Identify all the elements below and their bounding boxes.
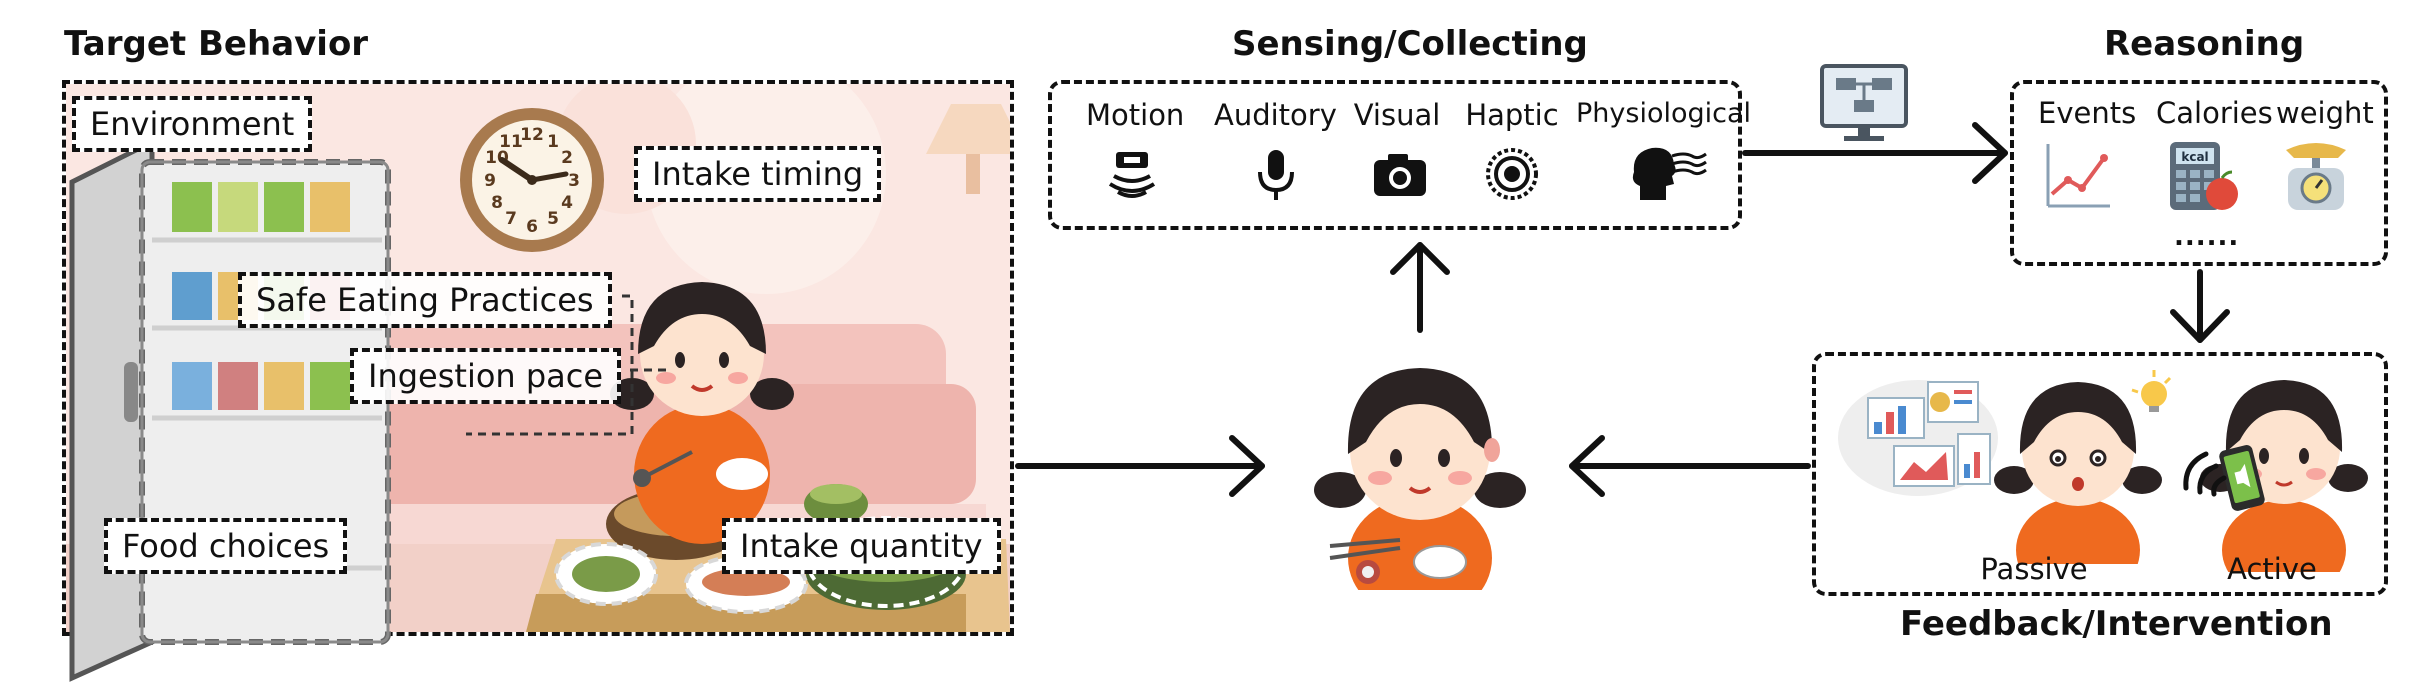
- dashboard-charts-icon: [1838, 380, 1998, 496]
- reasoning-title: Reasoning: [2104, 24, 2305, 64]
- active-girl-with-phone-illustration: [2183, 380, 2368, 572]
- sensing-collecting-title: Sensing/Collecting: [1232, 24, 1588, 64]
- sensing-item-visual: Visual: [1353, 98, 1441, 132]
- reasoning-item-weight: weight: [2276, 96, 2374, 130]
- passive-label: Passive: [1980, 552, 2088, 586]
- svg-text:4: 4: [561, 193, 573, 213]
- wireless-signal-icon: [2183, 451, 2227, 497]
- active-label: Active: [2227, 552, 2317, 586]
- svg-text:kcal: kcal: [2181, 150, 2208, 164]
- passive-girl-illustration: [1994, 370, 2172, 564]
- ingestion-pace-label: Ingestion pace: [350, 348, 622, 404]
- sensing-item-physiological: Physiological: [1576, 98, 1752, 129]
- svg-text:8: 8: [491, 193, 503, 213]
- reasoning-box: Events Calories weight kcal ......: [2010, 80, 2388, 266]
- label-leader-lines: [466, 294, 666, 436]
- reasoning-item-calories: Calories: [2156, 96, 2273, 130]
- calorie-calculator-icon: kcal: [2170, 142, 2238, 210]
- microphone-icon: [1258, 150, 1294, 200]
- svg-text:9: 9: [484, 171, 496, 191]
- svg-text:3: 3: [568, 171, 580, 191]
- lightbulb-icon: [2131, 370, 2172, 412]
- safe-eating-practices-label: Safe Eating Practices: [238, 272, 612, 328]
- motion-sensor-icon: [1108, 152, 1156, 198]
- intake-quantity-label: Intake quantity: [722, 518, 1001, 574]
- reasoning-item-events: Events: [2038, 96, 2137, 130]
- head-signal-icon: [1632, 147, 1707, 200]
- sensing-item-auditory: Auditory: [1214, 98, 1337, 132]
- svg-text:11: 11: [499, 132, 523, 152]
- smartphone-icon: [2219, 445, 2265, 511]
- wall-lamp-icon: [926, 104, 1010, 194]
- feedback-intervention-title: Feedback/Intervention: [1900, 604, 2333, 644]
- svg-text:2: 2: [561, 148, 573, 168]
- target-behavior-title: Target Behavior: [64, 24, 369, 64]
- line-chart-icon: [2046, 144, 2110, 208]
- svg-text:7: 7: [505, 209, 517, 229]
- sensing-item-haptic: Haptic: [1465, 98, 1559, 132]
- food-choices-label: Food choices: [104, 518, 348, 574]
- connector-arrows: [1015, 64, 2230, 497]
- child-with-wearables-illustration: [1314, 368, 1526, 590]
- sensing-collecting-box: Motion Auditory Visual Haptic Physiologi…: [1048, 80, 1752, 230]
- weighing-scale-icon: [2286, 143, 2346, 210]
- haptic-icon: [1486, 148, 1538, 200]
- feedback-intervention-box: Passive Active: [1812, 352, 2388, 596]
- svg-text:5: 5: [547, 209, 559, 229]
- camera-icon: [1374, 154, 1426, 196]
- svg-text:6: 6: [526, 217, 538, 237]
- sensing-item-motion: Motion: [1086, 98, 1185, 132]
- svg-text:1: 1: [547, 132, 559, 152]
- reasoning-more-indicator: ......: [2174, 222, 2240, 252]
- environment-label: Environment: [72, 96, 313, 152]
- intake-timing-label: Intake timing: [634, 146, 882, 202]
- flowchart-monitor-icon: [1820, 64, 1908, 141]
- svg-text:12: 12: [520, 125, 544, 145]
